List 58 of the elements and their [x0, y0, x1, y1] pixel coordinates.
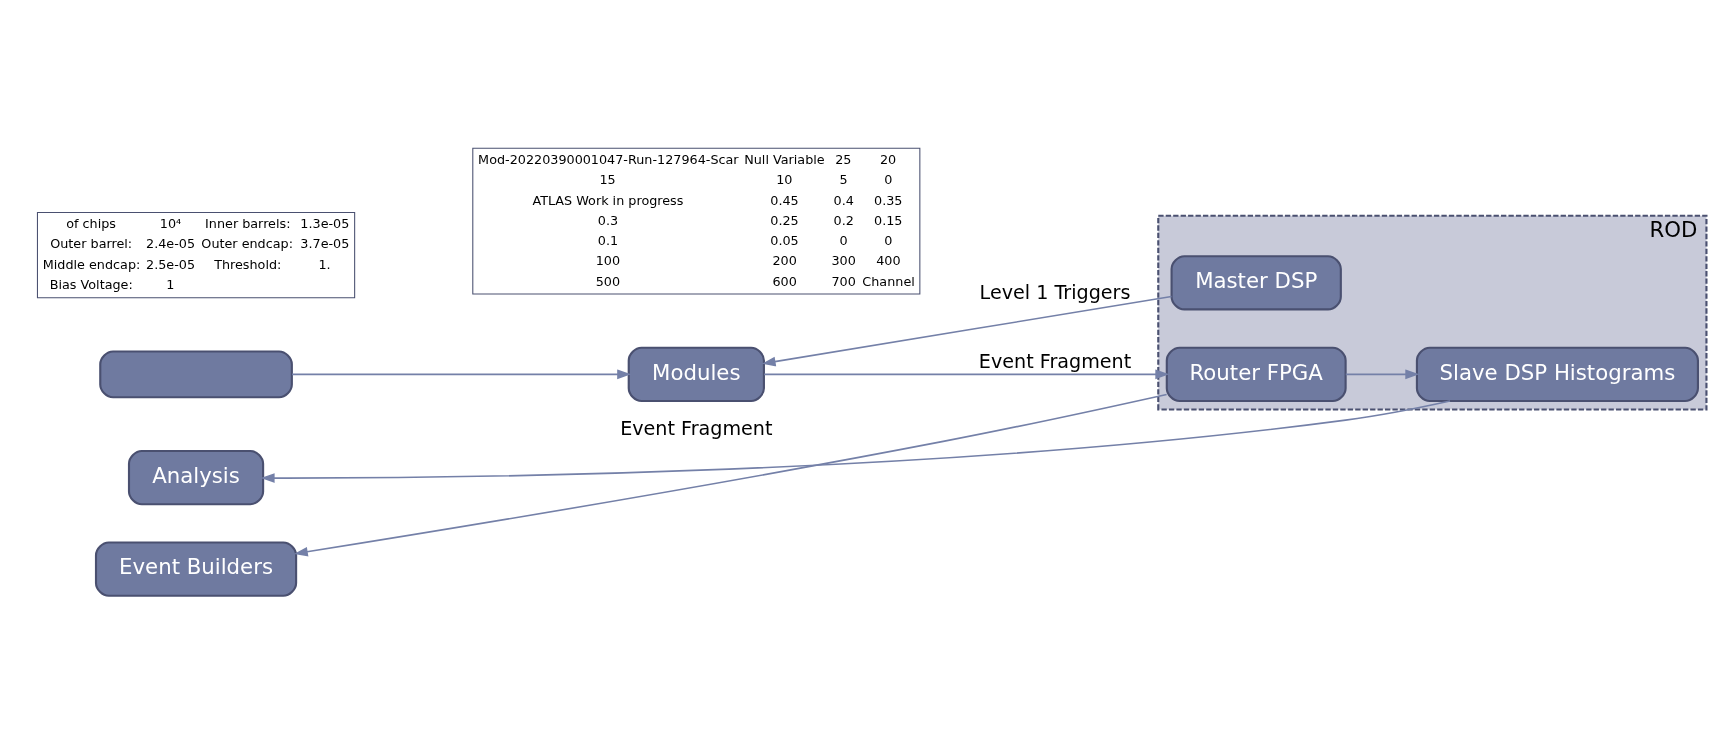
edge-label: Level 1 Triggers: [979, 281, 1131, 305]
arrow: [260, 400, 1451, 483]
label: 700: [831, 273, 856, 289]
label: 200: [772, 253, 797, 269]
arrow: [291, 369, 632, 380]
label: 100: [595, 253, 621, 269]
label: 0.45: [770, 192, 799, 208]
label: 0.1: [597, 233, 619, 249]
label: 1: [166, 276, 175, 292]
label: Outer barrel:: [50, 236, 133, 252]
label: 1.3e-05: [300, 216, 350, 232]
node-box: Master DSP: [1170, 255, 1342, 311]
edge-label: Event Fragment: [620, 417, 773, 441]
label: 600: [772, 273, 797, 289]
node-box: Event Builders: [94, 541, 298, 597]
node-box: Analysis: [127, 449, 265, 506]
label: 3.7e-05: [300, 236, 350, 252]
label: Threshold:: [214, 256, 282, 272]
label: ATLAS Work in progress: [532, 192, 684, 208]
label: Null Variable: [744, 152, 825, 168]
label: Mod-20220390001047-Run-127964-Scar: [478, 152, 739, 168]
label: 15: [599, 172, 616, 188]
label: 400: [876, 253, 901, 269]
label: 10: [776, 172, 793, 188]
label: 0.35: [874, 192, 903, 208]
label: 25: [835, 152, 852, 168]
label: 0.25: [770, 212, 799, 228]
arrow: [763, 369, 1170, 380]
label: 500: [595, 273, 621, 289]
label: 0.4: [833, 192, 854, 208]
label: Middle endcap:: [42, 256, 141, 272]
label: Channel: [862, 273, 915, 289]
node-box: Slave DSP Histograms: [1415, 346, 1699, 403]
label: 10⁴: [159, 216, 182, 232]
label: 0.15: [874, 212, 903, 228]
label: 2.4e-05: [146, 236, 196, 252]
label: 2.5e-05: [146, 256, 196, 272]
label: 0: [839, 233, 848, 249]
edge-label: Event Fragment: [978, 350, 1132, 374]
label: 5: [839, 172, 848, 188]
label: 0.3: [597, 212, 619, 228]
node-box: Modules: [627, 346, 765, 403]
label: 0.05: [770, 233, 799, 249]
label: Inner barrels:: [205, 216, 291, 232]
label: Outer endcap:: [201, 236, 293, 252]
label: of chips: [66, 216, 116, 232]
arrow: [293, 393, 1168, 557]
label: 0.2: [833, 212, 854, 228]
node-box: [99, 350, 293, 399]
label: 0: [884, 172, 893, 188]
node-box: Router FPGA: [1165, 346, 1347, 403]
label: Bias Voltage:: [49, 276, 133, 292]
label: 0: [884, 233, 893, 249]
label: 20: [879, 152, 897, 168]
arrow: [761, 295, 1173, 367]
label: 1.: [318, 256, 331, 272]
arrow: [1345, 369, 1420, 380]
label: 300: [831, 253, 856, 269]
